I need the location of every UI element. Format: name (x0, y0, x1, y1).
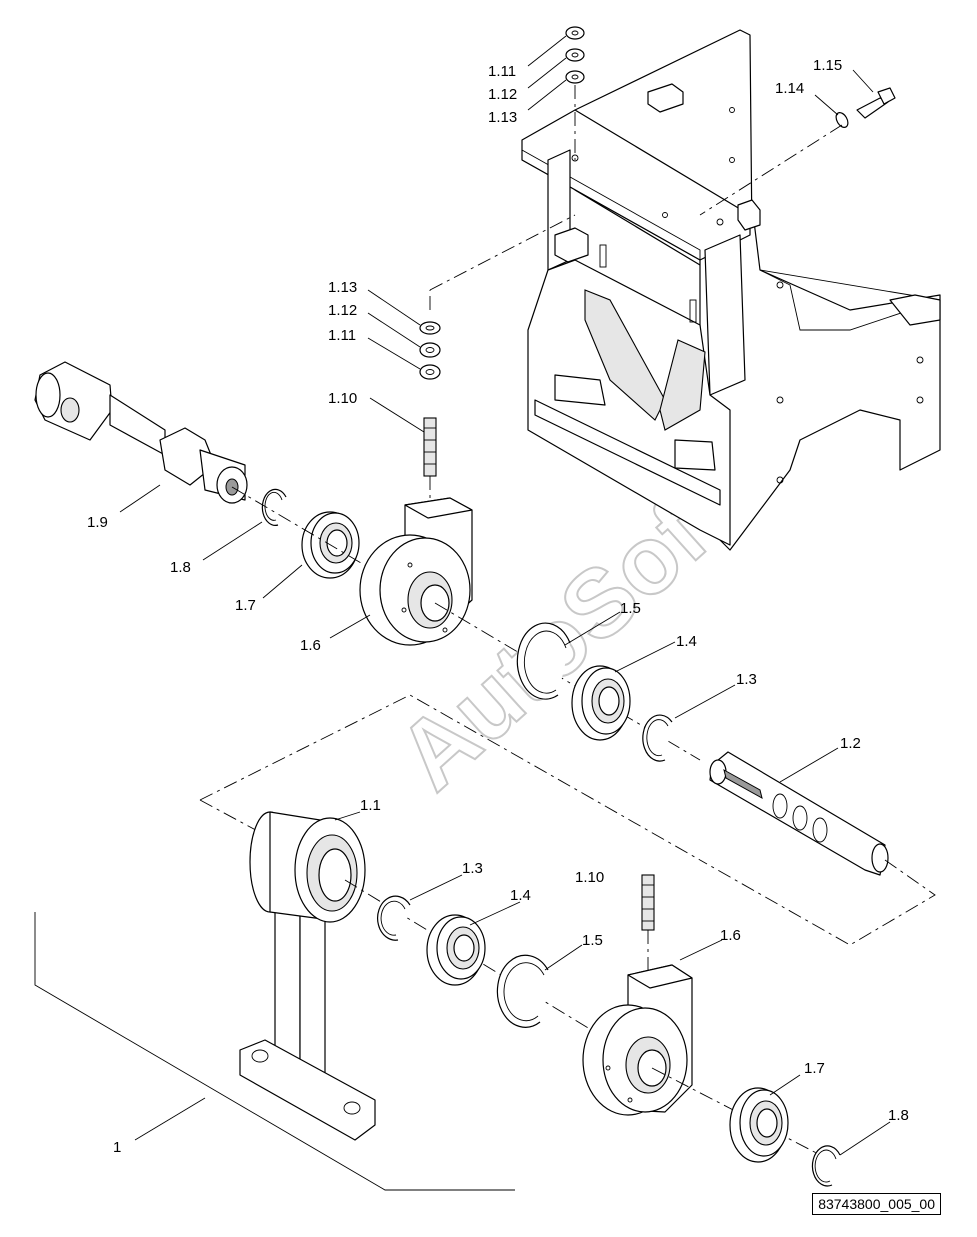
label-1-11-mid: 1.11 (328, 327, 356, 344)
circlip-lower (377, 895, 411, 941)
circlip-upper (642, 714, 673, 762)
label-1-11-top: 1.11 (488, 63, 516, 80)
label-1-5-lower: 1.5 (582, 932, 603, 949)
label-1-13-mid: 1.13 (328, 279, 357, 296)
label-1-12-mid: 1.12 (328, 302, 357, 319)
middle-nut-stack (419, 214, 576, 520)
snap-ring-lower (496, 954, 549, 1028)
label-1-1: 1.1 (360, 797, 381, 814)
part-labels: 1.11 1.12 1.13 1.15 1.14 1.13 1.12 1.11 … (87, 57, 909, 1156)
bearing-lower-right (729, 1087, 789, 1163)
label-1-6-lower: 1.6 (720, 927, 741, 944)
label-1-4-lower: 1.4 (510, 887, 531, 904)
bearing-upper (571, 665, 631, 741)
label-1-8-lower: 1.8 (888, 1107, 909, 1124)
label-1-5-upper: 1.5 (620, 600, 641, 617)
snap-ring-upper-left (261, 488, 287, 526)
label-1-3-upper: 1.3 (736, 671, 757, 688)
label-1-10-mid: 1.10 (328, 390, 357, 407)
bearing-lower (426, 914, 486, 986)
label-1-13-top: 1.13 (488, 109, 517, 126)
label-1-12-top: 1.12 (488, 86, 517, 103)
bearing-housing-upper (359, 497, 473, 646)
snap-ring-upper (516, 622, 571, 700)
frame-bracket (521, 29, 941, 551)
top-nut-stack (565, 26, 585, 160)
label-1-7-left: 1.7 (235, 597, 256, 614)
label-1-2: 1.2 (840, 735, 861, 752)
reference-code: 83743800_005_00 (812, 1193, 941, 1215)
label-1-4-upper: 1.4 (676, 633, 697, 650)
shaft (709, 751, 889, 876)
label-1: 1 (113, 1139, 121, 1156)
label-1-9: 1.9 (87, 514, 108, 531)
bolt-and-washer (699, 87, 896, 216)
bearing-upper-left (301, 511, 360, 579)
label-1-8-left: 1.8 (170, 559, 191, 576)
label-1-3-lower: 1.3 (462, 860, 483, 877)
leader-lines (119, 35, 891, 1156)
label-1-7-lower: 1.7 (804, 1060, 825, 1077)
bearing-housing-lower (582, 964, 693, 1116)
label-1-6-left: 1.6 (300, 637, 321, 654)
assembly-bracket (34, 912, 515, 1191)
drive-shaft (34, 361, 248, 504)
snap-ring-lower-right (811, 1145, 841, 1187)
pillar-housing (239, 811, 376, 1141)
stud-lower (641, 874, 655, 975)
label-1-14: 1.14 (775, 80, 804, 97)
label-1-15: 1.15 (813, 57, 842, 74)
label-1-10-lower: 1.10 (575, 869, 604, 886)
